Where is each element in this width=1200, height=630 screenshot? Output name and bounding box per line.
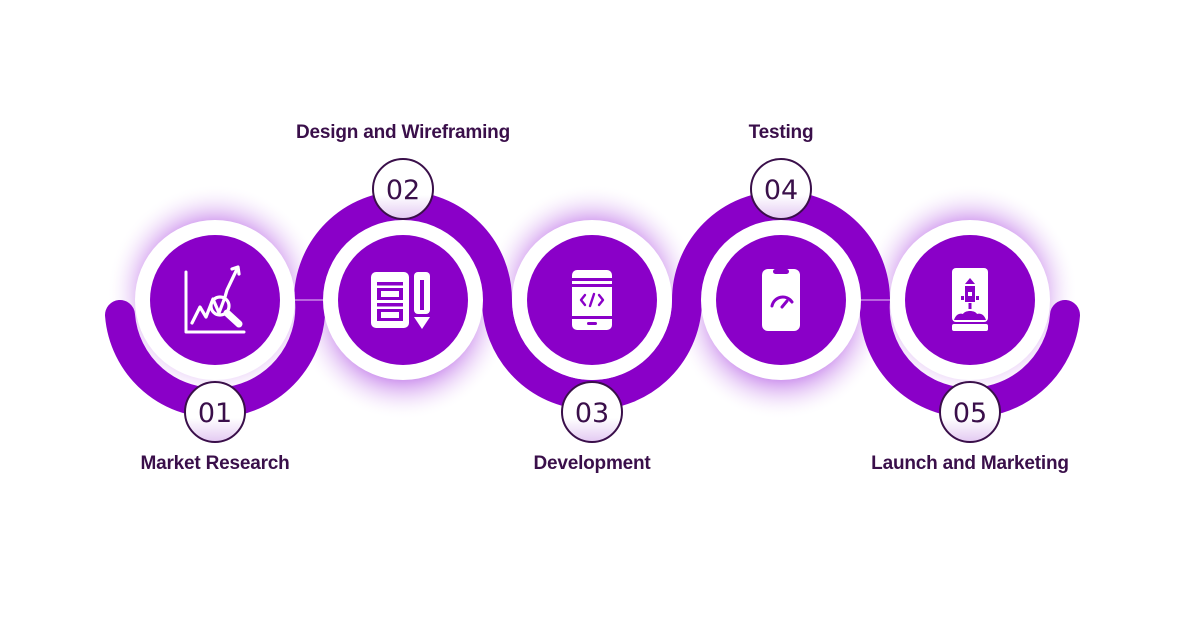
step-label-market-research: Market Research [140,453,290,474]
step-number: 03 [575,398,609,429]
step-badge-5: 05 [939,381,1001,443]
step-label-testing: Testing [748,122,814,143]
mobile-speedometer-icon [762,269,800,331]
step-label-development: Development [533,453,651,474]
step-badge-1: 01 [184,381,246,443]
step-label-launch-marketing: Launch and Marketing [871,453,1069,474]
step-badge-2: 02 [372,158,434,220]
chart-analysis-icon [184,265,246,334]
step-number: 05 [953,398,987,429]
mobile-code-icon [572,270,612,330]
step-badge-4: 04 [750,158,812,220]
step-label-design-wireframing: Design and Wireframing [296,122,510,143]
step-number: 01 [198,398,232,429]
step-badge-3: 03 [561,381,623,443]
step-number: 04 [764,175,798,206]
step-number: 02 [386,175,420,206]
wireframe-pencil-icon [371,272,430,329]
mobile-rocket-icon [952,268,988,331]
